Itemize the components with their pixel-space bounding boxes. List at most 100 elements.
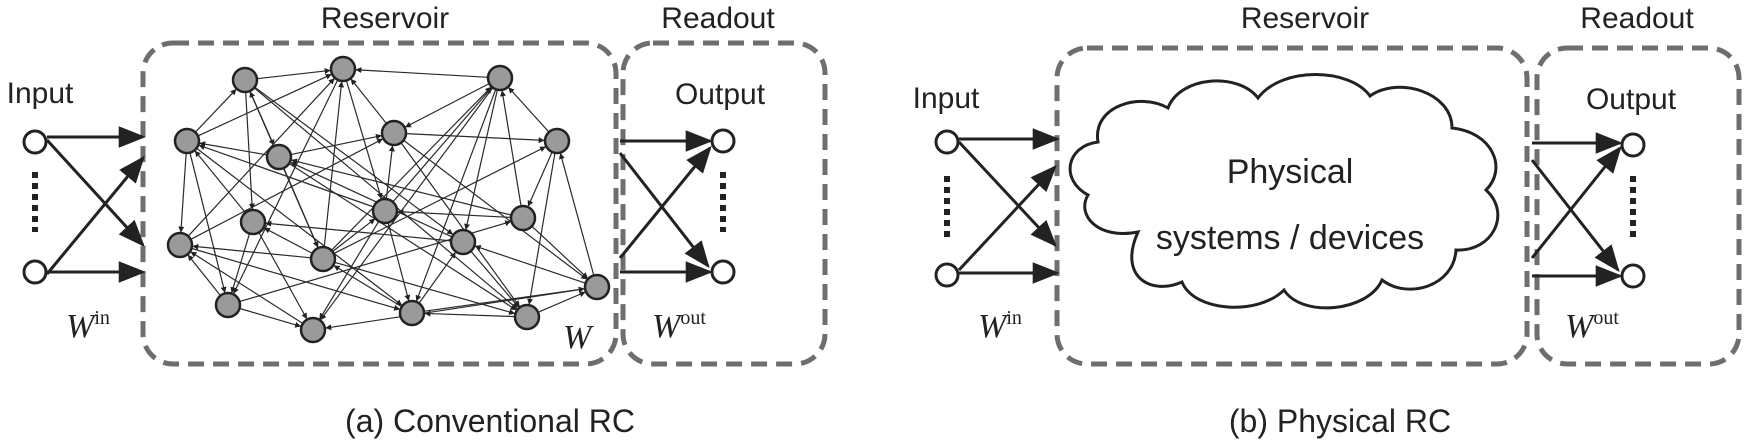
reservoir-edge [470,250,520,308]
wout-arrow [1530,159,1620,273]
reservoir-edge [320,87,494,321]
win-arrow [957,140,1057,247]
reservoir-edge [290,161,453,238]
panel-a-reservoir-box [140,40,619,367]
reservoir-edge [199,141,268,156]
reservoir-edge [187,78,335,237]
reservoir-edge [531,225,588,279]
reservoir-edge [191,247,401,311]
panel-a-input-node-bottom [22,259,48,285]
reservoir-edge [245,91,255,210]
reservoir-node [380,119,408,147]
reservoir-connections [178,67,595,331]
panel-b-readout-box [1534,45,1742,367]
cloud-text-line1: Physical [1227,153,1354,191]
reservoir-edge [291,158,512,216]
reservoir-edge [355,67,489,78]
reservoir-edge [332,218,376,253]
reservoir-node [173,127,201,155]
reservoir-edge [196,147,403,306]
panel-b-reservoir-label: Reservoir [1241,2,1369,35]
reservoir-edge [464,89,498,230]
panel-b-input-node-top [934,129,960,155]
reservoir-edge [527,152,556,305]
panel-a-input-node-top [22,129,48,155]
panel-b-w-in-label: Win [978,307,1022,345]
reservoir-edge [233,79,339,294]
panel-b-reservoir-box [1054,45,1530,367]
reservoir-edge [537,291,586,313]
reservoir-node [486,64,514,92]
reservoir-edge [198,144,374,208]
reservoir-edge [187,254,221,297]
reservoir-edge [194,150,246,214]
win-arrow [957,165,1057,272]
reservoir-edge [500,90,522,207]
reservoir-edge [508,87,550,133]
panel-b-output-node-top [1620,132,1646,158]
win-arrow [45,155,145,275]
reservoir-edge [415,89,497,302]
reservoir-edge [474,245,586,284]
reservoir-edge [397,208,512,218]
reservoir-edge [197,73,332,137]
panel-a-output-node-bottom [710,259,736,285]
panel-b-readout-label: Readout [1580,2,1694,35]
panel-a-w-label: W [563,319,594,356]
reservoir-edge [423,286,585,312]
reservoir-edge [263,227,313,254]
reservoir-edge [330,86,492,251]
reservoir-node [265,143,293,171]
reservoir-edge [527,151,553,207]
reservoir-edge [192,243,312,259]
reservoir-edge [387,222,411,302]
win-arrow [45,138,145,247]
reservoir-node [329,55,357,83]
panel-b-input-node-bottom [934,262,960,288]
panel-b-physical-rc: Reservoir Readout Input Win Physical sys… [913,2,1742,439]
reservoir-node [398,299,426,327]
reservoir-edge [256,68,331,80]
reservoir-node [239,208,267,236]
reservoir-node [166,231,194,259]
panel-a-output-node-top [710,128,736,154]
cloud-text-line2: systems / devices [1156,219,1424,257]
reservoir-edge [290,133,382,156]
reservoir-edge [350,78,387,124]
reservoir-node [214,291,242,319]
reservoir-edge [178,152,187,233]
reservoir-edge [405,132,545,144]
reservoir-edge [190,251,304,325]
reservoir-node [309,245,337,273]
wout-arrow [1530,145,1622,259]
reservoir-edge [283,167,319,248]
reservoir-node [231,66,259,94]
reservoir-edge [333,265,403,308]
reservoir-edge [194,88,237,133]
reservoir-node [583,273,611,301]
wout-arrow [618,152,710,269]
reservoir-node [371,197,399,225]
panel-a-input-label: Input [7,77,74,110]
panel-b-w-out-label: Wout [1565,307,1619,345]
panel-a-output-label: Output [675,78,766,111]
panel-b-output-node-bottom [1620,263,1646,289]
reservoir-edge [403,139,588,280]
reservoir-node [509,204,537,232]
reservoir-node [449,228,477,256]
reservoir-nodes [166,55,611,344]
reservoir-edge [558,152,595,276]
panel-a-w-out-label: Wout [652,307,706,345]
reservoir-edge [424,310,516,318]
reservoir-node [513,303,541,331]
panel-a-conventional-rc: Reservoir Readout Input Win W Output Wou… [7,2,828,439]
physical-system-cloud [1068,73,1500,310]
reservoir-edge [385,145,395,200]
reservoir-edge [418,252,456,304]
panel-a-reservoir-label: Reservoir [321,2,449,35]
reservoir-edge [323,81,345,248]
reservoir-edge [189,152,227,293]
reservoir-node [543,127,571,155]
panel-b-input-label: Input [913,82,980,115]
